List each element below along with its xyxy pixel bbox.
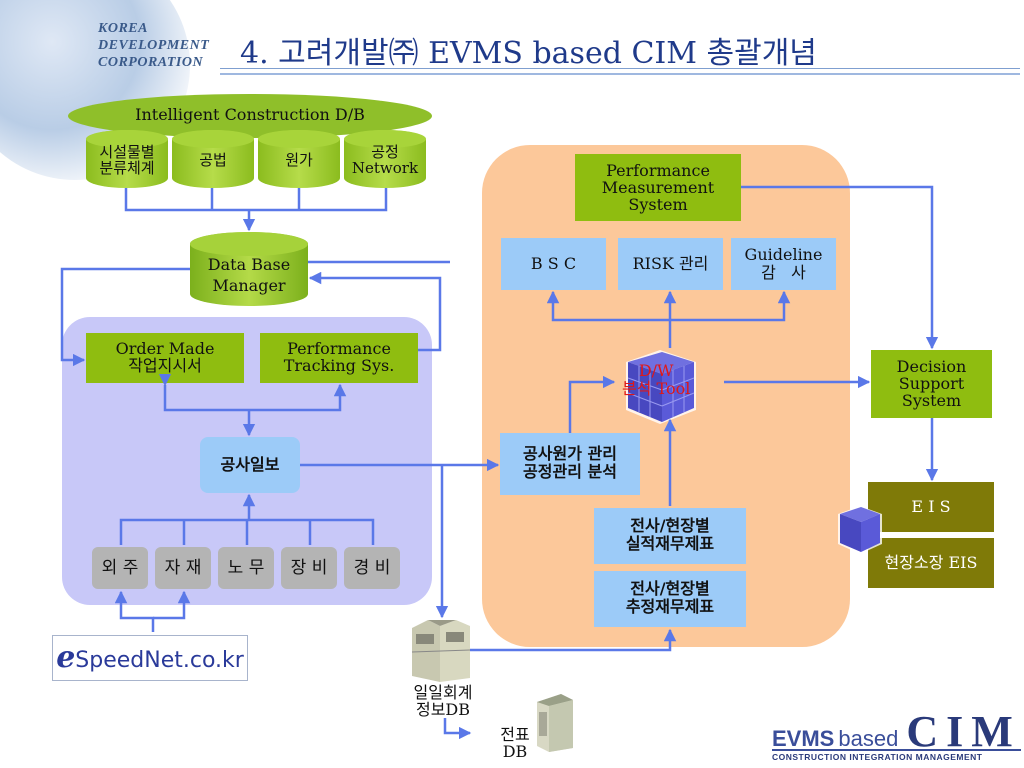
box-label: 공정관리 분석: [523, 462, 617, 481]
cylinder-label: Network: [351, 159, 419, 177]
connector: [124, 188, 388, 212]
cylinder-label: 시설물별: [99, 143, 155, 161]
cylinder-label: 원가: [285, 151, 313, 169]
box-label: 전사/현장별: [630, 579, 710, 598]
connector: [158, 373, 347, 412]
company-logo: KOREA DEVELOPMENT CORPORATION: [98, 20, 209, 71]
voucher-server-icon: [537, 694, 573, 752]
espeednet-prefix: e: [56, 640, 76, 675]
input-expenses: 경 비: [344, 547, 400, 589]
box-label: Measurement: [601, 178, 715, 197]
connector: [670, 290, 791, 322]
bsc-box: B S C: [501, 238, 606, 290]
risk-management-box: RISK 관리: [618, 238, 723, 290]
logo-line-1: KOREA: [98, 21, 148, 36]
box-label: Performance: [606, 161, 710, 180]
dw-cube-icon: [626, 350, 696, 424]
dw-label-1: D/W: [638, 361, 674, 380]
box-label: 실적재무제표: [625, 534, 715, 553]
input-labor: 노 무: [218, 547, 274, 589]
box-label: Support: [898, 374, 965, 393]
server-label: 정보DB: [415, 700, 471, 719]
db-cylinder-method: 공법: [172, 130, 254, 188]
espeednet-label: SpeedNet.co.kr: [75, 648, 244, 673]
logo-line-2: DEVELOPMENT: [98, 38, 210, 53]
espeednet-logo: eSpeedNet.co.kr: [52, 635, 248, 681]
input-subcontract: 외 주: [92, 547, 148, 589]
server-label: 전표: [500, 725, 530, 744]
box-label: Performance: [287, 339, 391, 358]
box-label: 추정재무제표: [625, 597, 715, 616]
box-label: Tracking Sys.: [283, 356, 395, 375]
db-cylinder-cost: 원가: [258, 130, 340, 188]
box-label: 전사/현장별: [630, 516, 710, 535]
connector: [470, 628, 677, 652]
page-title: 4. 고려개발㈜ EVMS based CIM 총괄개념: [240, 36, 817, 71]
box-label: 감 사: [761, 263, 806, 282]
dbm-label-2: Manager: [212, 276, 286, 295]
box-label: 공사원가 관리: [523, 444, 617, 463]
box-label: Decision: [896, 357, 967, 376]
server-label: 일일회계: [413, 683, 473, 702]
intelligent-db-title: Intelligent Construction D/B: [135, 105, 365, 124]
dw-label-2: 분석 Tool: [622, 379, 691, 398]
daily-accounting-server-icon: [411, 620, 471, 682]
daily-report-box: 공사일보: [200, 437, 300, 493]
box-label: Guideline: [744, 245, 823, 264]
logo-line-3: CORPORATION: [98, 55, 204, 70]
connector: [308, 271, 442, 352]
connector: [546, 290, 672, 348]
connector: [741, 185, 939, 350]
box-label: 작업지시서: [128, 356, 202, 375]
box-label: Order Made: [115, 339, 215, 358]
dbm-label-1: Data Base: [207, 255, 291, 274]
box-label: System: [628, 195, 688, 214]
footer-evms: EVMS: [772, 726, 835, 751]
input-equipment: 장 비: [281, 547, 337, 589]
server-label: DB: [502, 742, 528, 761]
cylinder-label: 공법: [199, 151, 227, 169]
footer-cim: CIM: [906, 707, 1021, 756]
cylinder-label: 분류체계: [99, 159, 155, 177]
eis-cube-icon: [838, 506, 882, 554]
title-divider: [220, 68, 1020, 75]
connector: [443, 718, 472, 740]
connector: [114, 590, 155, 632]
connector: [153, 590, 191, 620]
connector: [568, 375, 616, 433]
eis-box: E I S: [868, 482, 994, 532]
site-manager-eis-box: 현장소장 EIS: [868, 538, 994, 588]
footer-subtitle: CONSTRUCTION INTEGRATION MANAGEMENT: [772, 749, 1021, 762]
cylinder-label: 공정: [371, 143, 399, 161]
box-label: System: [901, 391, 962, 410]
connector: [60, 267, 190, 367]
input-materials: 자 재: [155, 547, 211, 589]
footer-based: based: [838, 726, 899, 751]
